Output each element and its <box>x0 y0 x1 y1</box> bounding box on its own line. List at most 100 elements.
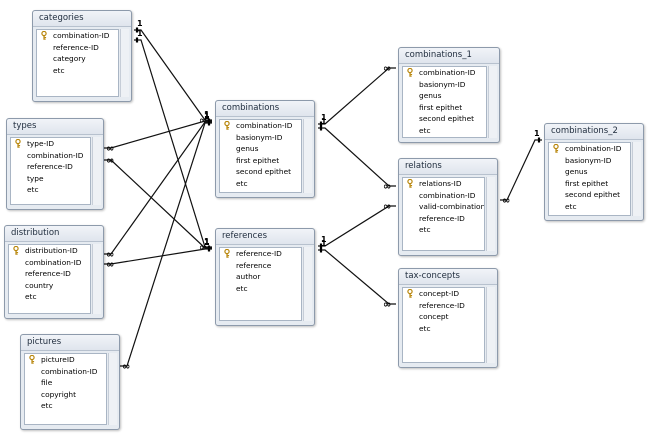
field[interactable]: first epithet <box>220 155 301 167</box>
primary-key-field[interactable]: relations-ID <box>403 178 484 190</box>
relationship-combinations-combinations-1[interactable]: 1∞ <box>318 64 396 127</box>
field[interactable]: etc <box>403 125 486 137</box>
scrollbar[interactable] <box>303 119 312 193</box>
relationship-references-tax-concepts[interactable]: 1∞ <box>318 239 396 311</box>
field[interactable]: first epithet <box>403 102 486 114</box>
field[interactable]: combination-ID <box>9 257 90 269</box>
relationship-line[interactable] <box>104 248 212 265</box>
table-title[interactable]: pictures <box>21 335 119 351</box>
field[interactable]: etc <box>11 184 90 196</box>
scrollbar[interactable] <box>632 142 641 216</box>
field[interactable]: combination-ID <box>11 150 90 162</box>
primary-key-field[interactable]: pictureID <box>25 354 106 366</box>
table-title[interactable]: combinations_2 <box>545 124 643 140</box>
relationship-line[interactable] <box>318 67 396 125</box>
primary-key-field[interactable]: combination-ID <box>403 67 486 79</box>
table-title[interactable]: categories <box>33 11 131 27</box>
field[interactable]: first epithet <box>549 178 630 190</box>
primary-key-field[interactable]: combination-ID <box>549 143 630 155</box>
field[interactable]: category <box>37 53 118 65</box>
relationship-line[interactable] <box>134 39 212 248</box>
table-title[interactable]: types <box>7 119 103 135</box>
field[interactable]: etc <box>220 283 301 295</box>
field[interactable]: second epithet <box>403 113 486 125</box>
relationship-line[interactable] <box>104 159 212 249</box>
scrollbar[interactable] <box>108 353 117 425</box>
primary-key-field[interactable]: type-ID <box>11 138 90 150</box>
table-title[interactable]: combinations <box>216 101 314 117</box>
field[interactable]: etc <box>549 201 630 213</box>
table-title[interactable]: relations <box>399 159 497 175</box>
scrollbar[interactable] <box>486 287 495 363</box>
field[interactable]: etc <box>403 323 484 335</box>
primary-key-field[interactable]: reference-ID <box>220 248 301 260</box>
field[interactable]: copyright <box>25 389 106 401</box>
field[interactable]: combination-ID <box>403 190 484 202</box>
field[interactable]: reference-ID <box>37 42 118 54</box>
primary-key-field[interactable]: combination-ID <box>220 120 301 132</box>
primary-key-field[interactable]: combination-ID <box>37 30 118 42</box>
relationship-types-combinations[interactable]: 1∞ <box>104 110 212 155</box>
scrollbar[interactable] <box>120 29 129 97</box>
field[interactable]: etc <box>9 291 90 303</box>
relationship-line[interactable] <box>318 127 396 187</box>
relationship-line[interactable] <box>500 139 542 201</box>
relationship-categories-references[interactable]: 1∞ <box>134 29 212 254</box>
field[interactable]: genus <box>403 90 486 102</box>
field[interactable]: genus <box>549 166 630 178</box>
field[interactable]: second epithet <box>220 166 301 178</box>
scrollbar[interactable] <box>486 177 495 251</box>
scrollbar[interactable] <box>303 247 312 321</box>
field[interactable]: file <box>25 377 106 389</box>
field[interactable]: reference <box>220 260 301 272</box>
field[interactable]: etc <box>37 65 118 77</box>
field[interactable]: country <box>9 280 90 292</box>
field[interactable]: type <box>11 173 90 185</box>
scrollbar[interactable] <box>488 66 497 138</box>
relationship-references-relations[interactable]: 1∞ <box>318 202 396 249</box>
relationship-relations-combinations-2[interactable]: 1∞ <box>500 129 542 207</box>
field[interactable]: basionym-ID <box>549 155 630 167</box>
field[interactable]: reference-ID <box>9 268 90 280</box>
field[interactable]: author <box>220 271 301 283</box>
relationship-categories-combinations[interactable]: 1∞ <box>134 19 212 127</box>
relationship-line[interactable] <box>318 249 396 305</box>
scrollbar[interactable] <box>92 244 101 314</box>
scrollbar[interactable] <box>92 137 101 205</box>
relationship-pictures-combinations[interactable]: 1∞ <box>120 112 212 373</box>
table-title[interactable]: tax-concepts <box>399 269 497 285</box>
primary-key-field[interactable]: distribution-ID <box>9 245 90 257</box>
field[interactable]: reference-ID <box>403 213 484 225</box>
field[interactable]: basionym-ID <box>403 79 486 91</box>
table-title[interactable]: distribution <box>5 226 103 242</box>
field[interactable]: concept <box>403 311 484 323</box>
field[interactable]: etc <box>25 400 106 412</box>
primary-key-field[interactable]: concept-ID <box>403 288 484 300</box>
field[interactable]: etc <box>220 178 301 190</box>
field[interactable]: reference-ID <box>403 300 484 312</box>
field[interactable]: combination-ID <box>25 366 106 378</box>
table-title[interactable]: combinations_1 <box>399 48 499 64</box>
relationship-line[interactable] <box>104 121 212 255</box>
field[interactable]: etc <box>403 224 484 236</box>
field[interactable]: reference-ID <box>11 161 90 173</box>
field[interactable]: genus <box>220 143 301 155</box>
field[interactable]: valid-combination- <box>403 201 484 213</box>
relationship-line[interactable] <box>134 29 212 121</box>
relationship-distribution-combinations[interactable]: 1∞ <box>104 111 212 261</box>
relationship-combinations-relations[interactable]: 1∞ <box>318 117 396 193</box>
table-title[interactable]: references <box>216 229 314 245</box>
field[interactable]: second epithet <box>549 189 630 201</box>
field[interactable]: basionym-ID <box>220 132 301 144</box>
relationship-distribution-references[interactable]: 1∞ <box>104 238 212 271</box>
